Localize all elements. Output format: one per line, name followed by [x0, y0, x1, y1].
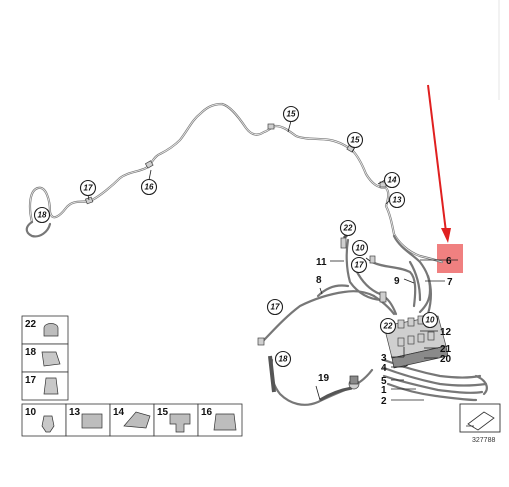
- svg-text:15: 15: [287, 110, 296, 119]
- svg-text:13: 13: [393, 196, 402, 205]
- svg-text:16: 16: [201, 407, 213, 418]
- label-part-20: 20: [440, 354, 452, 365]
- label-part-4: 4: [381, 363, 387, 374]
- callout-18-left: 18: [33, 206, 51, 224]
- pointer-arrow-icon: [427, 84, 451, 243]
- svg-text:14: 14: [388, 176, 397, 185]
- label-part-1: 1: [381, 385, 387, 396]
- legend-cell-18: 18: [21, 343, 69, 373]
- svg-text:10: 10: [356, 244, 365, 253]
- legend-cell-10: 10: [21, 403, 67, 437]
- svg-text:13: 13: [69, 407, 81, 418]
- legend-cell-22: 22: [21, 315, 69, 345]
- callout-10-lower: 10: [421, 311, 439, 329]
- holder-icon: [81, 413, 103, 429]
- label-part-7: 7: [447, 277, 453, 288]
- label-part-12: 12: [440, 327, 452, 338]
- callout-13: 13: [388, 191, 406, 209]
- callout-15-top: 15: [282, 105, 300, 123]
- svg-text:22: 22: [383, 322, 393, 331]
- svg-text:22: 22: [25, 319, 37, 330]
- reference-number: 327788: [472, 437, 495, 444]
- callout-15-right: 15: [346, 131, 364, 149]
- svg-text:10: 10: [25, 407, 37, 418]
- plug-icon: [41, 415, 55, 433]
- label-part-3: 3: [381, 353, 387, 364]
- svg-text:17: 17: [271, 303, 280, 312]
- svg-text:16: 16: [145, 183, 154, 192]
- mount-icon: [169, 413, 191, 433]
- legend-cell-14: 14: [109, 403, 155, 437]
- svg-text:22: 22: [343, 224, 353, 233]
- legend-cell-15: 15: [153, 403, 199, 437]
- clamp-icon: [43, 323, 59, 337]
- legend-cell-13: 13: [65, 403, 111, 437]
- callout-22-lower: 22: [379, 317, 397, 335]
- label-part-6: 6: [446, 256, 452, 267]
- document-icon: [467, 411, 495, 431]
- callout-17-mid: 17: [350, 256, 368, 274]
- label-part-2: 2: [381, 396, 387, 407]
- label-part-9: 9: [394, 276, 400, 287]
- svg-text:15: 15: [157, 407, 169, 418]
- clip-icon: [43, 377, 59, 395]
- callout-17-left: 17: [79, 179, 97, 197]
- long-brake-line: [25, 102, 444, 264]
- bracket-icon: [41, 351, 61, 367]
- reference-badge: 327788: [459, 403, 501, 444]
- parts-legend: 22 18 17 10 13 14 15: [21, 315, 243, 437]
- label-part-8: 8: [316, 275, 322, 286]
- legend-cell-17: 17: [21, 371, 69, 401]
- leader-lines: [87, 120, 458, 401]
- svg-text:17: 17: [25, 375, 37, 386]
- guide-icon: [123, 411, 151, 429]
- label-part-21: 21: [440, 344, 452, 355]
- label-part-5: 5: [381, 376, 387, 387]
- callout-17-lower: 17: [266, 298, 284, 316]
- svg-text:10: 10: [426, 316, 435, 325]
- callout-14: 14: [383, 171, 401, 189]
- svg-text:14: 14: [113, 407, 125, 418]
- label-part-19: 19: [318, 373, 330, 384]
- callout-18-lower: 18: [274, 350, 292, 368]
- label-part-11: 11: [316, 257, 327, 268]
- hose-assembly: [268, 355, 360, 402]
- svg-text:18: 18: [25, 347, 37, 358]
- callout-16: 16: [140, 178, 158, 196]
- svg-text:17: 17: [355, 261, 364, 270]
- legend-cell-16: 16: [197, 403, 243, 437]
- callout-10-top: 10: [351, 239, 369, 257]
- svg-text:15: 15: [351, 136, 360, 145]
- retainer-icon: [213, 413, 237, 431]
- svg-text:18: 18: [38, 211, 47, 220]
- highlight-box: [437, 244, 463, 273]
- svg-text:17: 17: [84, 184, 93, 193]
- svg-text:18: 18: [279, 355, 288, 364]
- callout-22-top: 22: [339, 219, 357, 237]
